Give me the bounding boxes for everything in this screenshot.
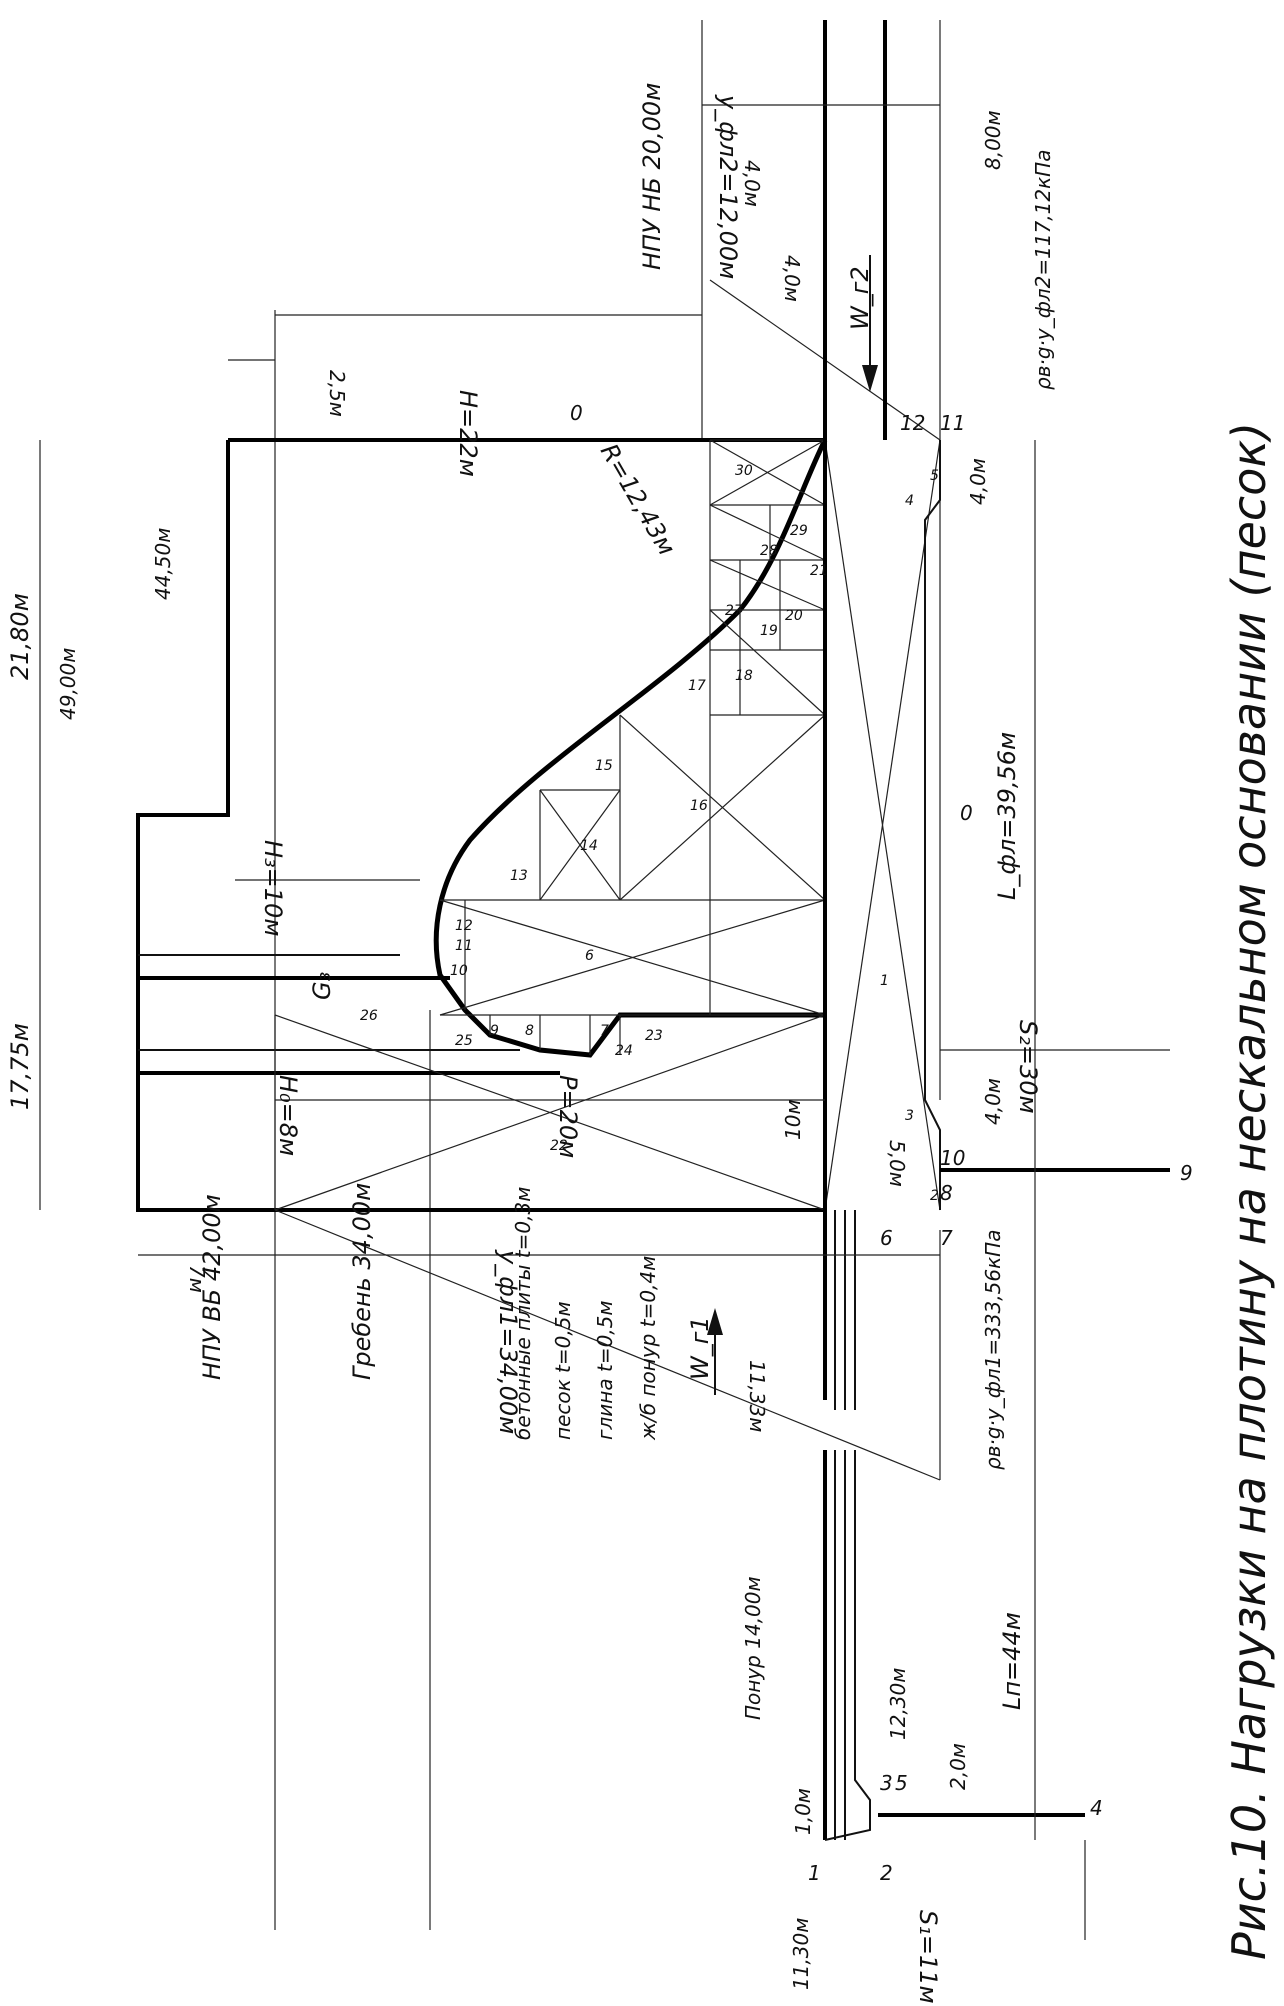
load-p1: ρв·g·y_фл1=333,56кПа bbox=[981, 1230, 1005, 1470]
pt-4: 4 bbox=[1090, 1796, 1103, 1820]
dim-H3: H₃=10м bbox=[259, 840, 287, 936]
dim-40b: 4,0м bbox=[780, 255, 804, 302]
el-15: 15 bbox=[595, 758, 613, 774]
dim-25: 2,5м bbox=[325, 370, 349, 417]
el-6: 6 bbox=[585, 948, 594, 964]
el-25: 25 bbox=[455, 1033, 473, 1049]
dim-S2: S₂=30м bbox=[1014, 1020, 1042, 1114]
wg1-arrow-head bbox=[707, 1308, 723, 1335]
el-5: 5 bbox=[930, 468, 939, 484]
element-labels: 1 2 3 4 5 6 7 8 9 10 11 12 13 14 15 16 1… bbox=[360, 463, 939, 1204]
pt-11: 11 bbox=[940, 411, 965, 435]
load-p2: ρв·g·y_фл2=117,12кПа bbox=[1031, 150, 1055, 390]
wg2-arrow-head bbox=[862, 365, 878, 392]
pt-12: 12 bbox=[900, 411, 925, 435]
dim-S1: S₁=11м bbox=[914, 1910, 942, 2004]
el-9: 9 bbox=[490, 1023, 499, 1039]
dim-1775: 17,75м bbox=[6, 1023, 34, 1110]
pt-6: 6 bbox=[880, 1226, 893, 1250]
el-4: 4 bbox=[905, 493, 914, 509]
pt-8: 8 bbox=[940, 1181, 953, 1205]
pt-5: 5 bbox=[895, 1771, 908, 1795]
layer-4: ж/б понур t=0,4м bbox=[636, 1256, 660, 1441]
el-29: 29 bbox=[790, 523, 808, 539]
dim-20: 2,0м bbox=[946, 1743, 970, 1790]
el-18: 18 bbox=[735, 668, 753, 684]
spillway-curve bbox=[433, 438, 828, 1058]
el-7: 7 bbox=[600, 1023, 609, 1039]
pt-0-top: 0 bbox=[570, 401, 583, 425]
pt-2: 2 bbox=[880, 1861, 893, 1885]
layer-2: песок t=0,5м bbox=[551, 1301, 575, 1440]
caption: Рис.10. Нагрузки на плотину на нескально… bbox=[1222, 422, 1276, 1960]
dim-P: P=20м bbox=[554, 1075, 582, 1158]
level-crest: Гребень 34,00м bbox=[348, 1183, 376, 1380]
el-10: 10 bbox=[450, 963, 468, 979]
load-wg1: W_г1 bbox=[686, 1316, 714, 1380]
level-4450: 44,50м bbox=[151, 528, 175, 600]
el-1: 1 bbox=[880, 973, 889, 989]
el-11: 11 bbox=[455, 938, 473, 954]
dim-yfl2: y_фл2=12,00м bbox=[714, 94, 742, 279]
el-3: 3 bbox=[905, 1108, 914, 1124]
dim-R: R=12,43м bbox=[595, 439, 681, 560]
dim-2180: 21,80м bbox=[6, 593, 34, 680]
labels: НПУ НБ 20,00м НПУ ВБ 42,00м Гребень 34,0… bbox=[6, 83, 1276, 2004]
pt-3: 3 bbox=[880, 1771, 893, 1795]
el-28: 28 bbox=[760, 543, 778, 559]
layer-1: бетонные плиты t=0,3м bbox=[511, 1187, 535, 1440]
dim-1133: 11,33м bbox=[745, 1360, 769, 1432]
el-21: 21 bbox=[810, 563, 828, 579]
pt-1: 1 bbox=[808, 1861, 821, 1885]
el-17: 17 bbox=[688, 678, 706, 694]
el-8: 8 bbox=[525, 1023, 534, 1039]
el-26: 26 bbox=[360, 1008, 378, 1024]
pt-0-mid: 0 bbox=[960, 801, 973, 825]
dim-10b: 1,0м bbox=[791, 1788, 815, 1835]
level-4900: 49,00м bbox=[56, 648, 80, 720]
el-20: 20 bbox=[785, 608, 803, 624]
el-2: 2 bbox=[930, 1188, 939, 1204]
el-13: 13 bbox=[510, 868, 528, 884]
pt-10: 10 bbox=[940, 1146, 965, 1170]
point-labels: 1 2 3 4 5 6 7 8 9 10 11 12 0 0 bbox=[570, 401, 1193, 1885]
el-19: 19 bbox=[760, 623, 778, 639]
el-30: 30 bbox=[735, 463, 753, 479]
element-grid bbox=[274, 279, 941, 1211]
level-npu-nb: НПУ НБ 20,00м bbox=[638, 83, 666, 270]
el-14: 14 bbox=[580, 838, 598, 854]
dim-7: 7м bbox=[185, 1265, 209, 1293]
load-g3: G₃ bbox=[308, 972, 336, 1000]
level-apron: Понур 14,00м bbox=[741, 1576, 765, 1720]
dim-40a: 4,0м bbox=[740, 160, 764, 207]
dim-yfl1: y_фл1=34,00м bbox=[494, 1249, 522, 1434]
el-27: 27 bbox=[725, 603, 743, 619]
el-22: 22 bbox=[550, 1138, 568, 1154]
pt-7: 7 bbox=[940, 1226, 953, 1250]
dim-40d: 4,0м bbox=[981, 1078, 1005, 1125]
level-1230: 12,30м bbox=[886, 1668, 910, 1740]
dim-50: 5,0м bbox=[885, 1140, 909, 1187]
el-24: 24 bbox=[615, 1043, 633, 1059]
dim-10: 10м bbox=[781, 1099, 805, 1140]
load-wg2: W_г2 bbox=[846, 266, 874, 330]
dim-Lfl: L_фл=39,56м bbox=[993, 732, 1021, 900]
dim-H: H=22м bbox=[454, 390, 482, 477]
dim-Ln: Lп=44м bbox=[998, 1612, 1026, 1710]
dim-H0: H₀=8м bbox=[274, 1075, 302, 1156]
level-npu-vb: НПУ ВБ 42,00м bbox=[198, 1194, 226, 1380]
right-apron bbox=[924, 440, 941, 1210]
el-23: 23 bbox=[645, 1028, 663, 1044]
dim-800: 8,00м bbox=[981, 110, 1005, 170]
el-16: 16 bbox=[690, 798, 708, 814]
dim-40c: 4,0м bbox=[966, 458, 990, 505]
level-1130: 11,30м bbox=[789, 1918, 813, 1990]
layer-3: глина t=0,5м bbox=[593, 1301, 617, 1440]
apron-end bbox=[824, 1450, 871, 1841]
pt-9: 9 bbox=[1180, 1161, 1193, 1185]
el-12: 12 bbox=[455, 918, 473, 934]
